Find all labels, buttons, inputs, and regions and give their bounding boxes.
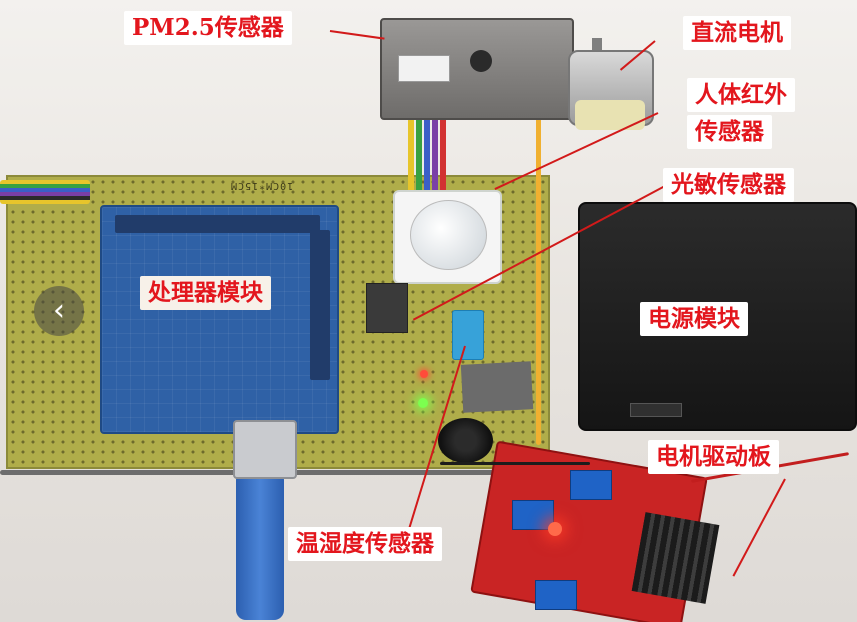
label-power-module: 电源模块 [640,302,748,336]
light-sensor-module [366,283,408,333]
green-led [418,398,428,408]
pir-dome [410,200,487,270]
wire-red [440,95,446,215]
protoboard-silkscreen: 10CM*15CM [230,180,294,191]
label-pir-sensor-line1: 人体红外 [687,78,795,112]
pin-header-top [115,215,320,233]
usb-cable [236,470,284,620]
pm25-air-hole [470,50,492,72]
battery-switch [630,403,682,417]
motor-shaft [592,38,602,58]
driver-heatsink [631,512,720,604]
terminal-block [570,470,612,500]
motor-end-cap [575,100,645,130]
label-dc-motor: 直流电机 [683,16,791,50]
wire-orange [536,115,541,445]
chevron-left-icon: ‹ [53,293,65,328]
driver-power-led [548,522,562,536]
wire-left-bundle [0,180,90,204]
wire-green [416,95,422,225]
buzzer [438,418,493,463]
wire-yellow [408,95,414,225]
terminal-block [535,580,577,610]
black-tape [460,361,534,413]
pin-header-right [310,230,330,380]
label-light-sensor: 光敏传感器 [663,168,794,202]
label-pir-sensor-line2: 传感器 [687,115,772,149]
label-processor-module: 处理器模块 [140,276,271,310]
red-led [420,370,428,378]
pointer-pm25 [329,30,385,40]
pointer-driver [732,478,786,577]
label-motor-driver: 电机驱动板 [648,440,779,474]
carousel-prev-button[interactable]: ‹ [34,286,84,336]
label-temp-humidity-sensor: 温湿度传感器 [288,527,442,561]
pm25-connector [398,55,450,82]
wire-black-power [440,462,590,465]
usb-plug [233,420,297,479]
temp-humidity-sensor [452,310,484,360]
processor-board [100,205,339,434]
wire-blue [424,95,430,225]
terminal-block [512,500,554,530]
wire-purple [432,95,438,215]
label-pm25-sensor: PM2.5传感器 [124,11,292,45]
